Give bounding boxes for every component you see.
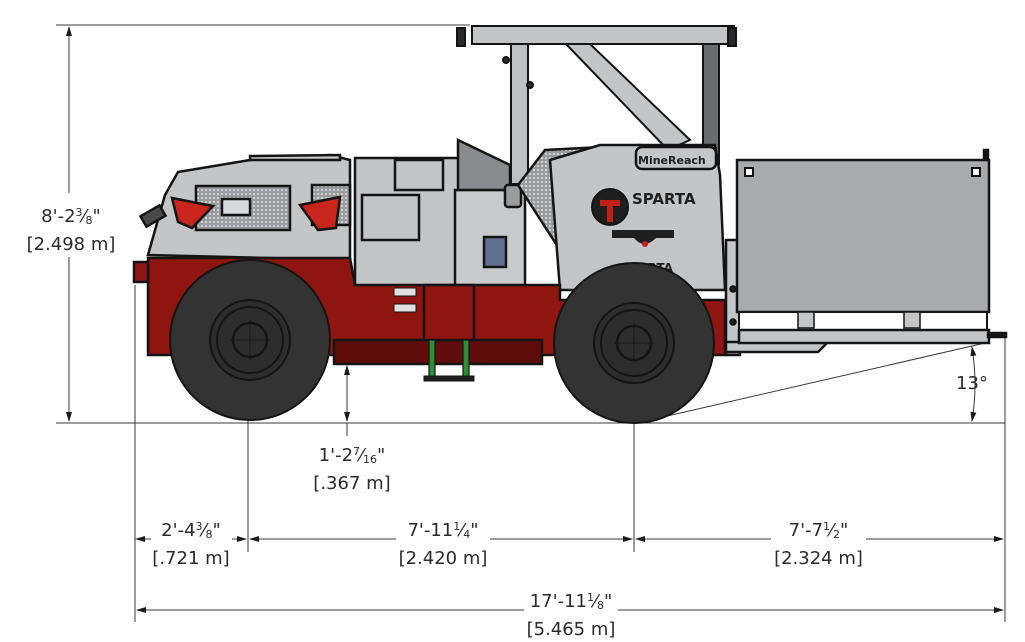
overall-length-label: 17'-111⁄8" [5.465 m] (524, 586, 618, 642)
wheelbase-label: 7'-111⁄4" [2.420 m] (396, 515, 490, 571)
brand-label: MineReach (638, 154, 706, 167)
departure-angle-label: 13° (956, 373, 988, 394)
model-label: SPARTA (632, 190, 696, 208)
rear-wheel (553, 262, 715, 424)
front-wheel (169, 259, 331, 421)
overall-height-label: 8'-23⁄8" [2.498 m] (26, 201, 116, 257)
brand-logos (591, 188, 674, 247)
ground-clearance-label: 1'-27⁄16" [.367 m] (302, 440, 402, 496)
rear-overhang-label: 7'-71⁄2" [2.324 m] (771, 515, 866, 571)
dimension-lines (56, 24, 1006, 622)
front-overhang-label: 2'-43⁄8" [.721 m] (152, 520, 230, 569)
rear-deck (724, 148, 1008, 357)
